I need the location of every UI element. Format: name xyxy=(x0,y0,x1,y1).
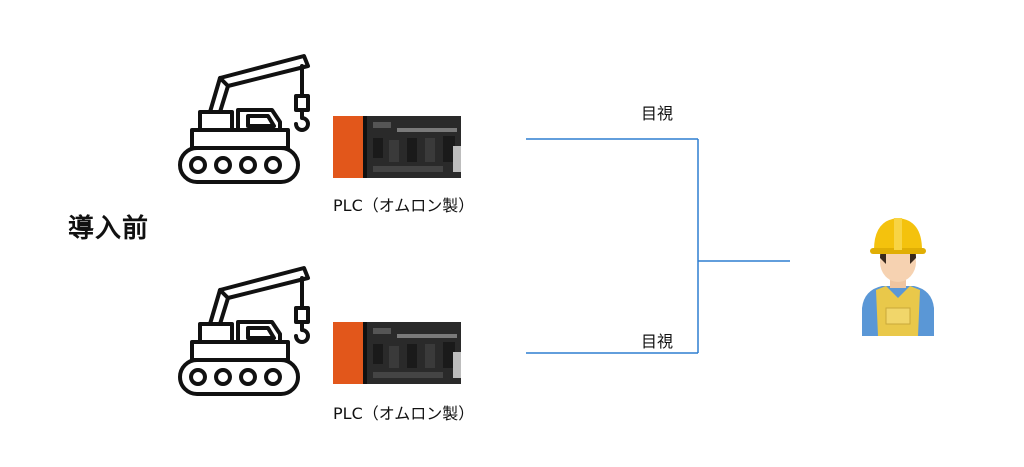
plc-device-image xyxy=(333,116,461,178)
connection-label: 目視 xyxy=(641,332,674,351)
worker-icon xyxy=(856,212,940,336)
page-title: 導入前 xyxy=(68,214,150,244)
crane-icon xyxy=(176,260,316,400)
plc-label: PLC（オムロン製） xyxy=(333,196,475,215)
connection-label: 目視 xyxy=(641,104,674,123)
plc-device-image xyxy=(333,322,461,384)
crane-icon xyxy=(176,48,316,188)
plc-label: PLC（オムロン製） xyxy=(333,404,475,423)
